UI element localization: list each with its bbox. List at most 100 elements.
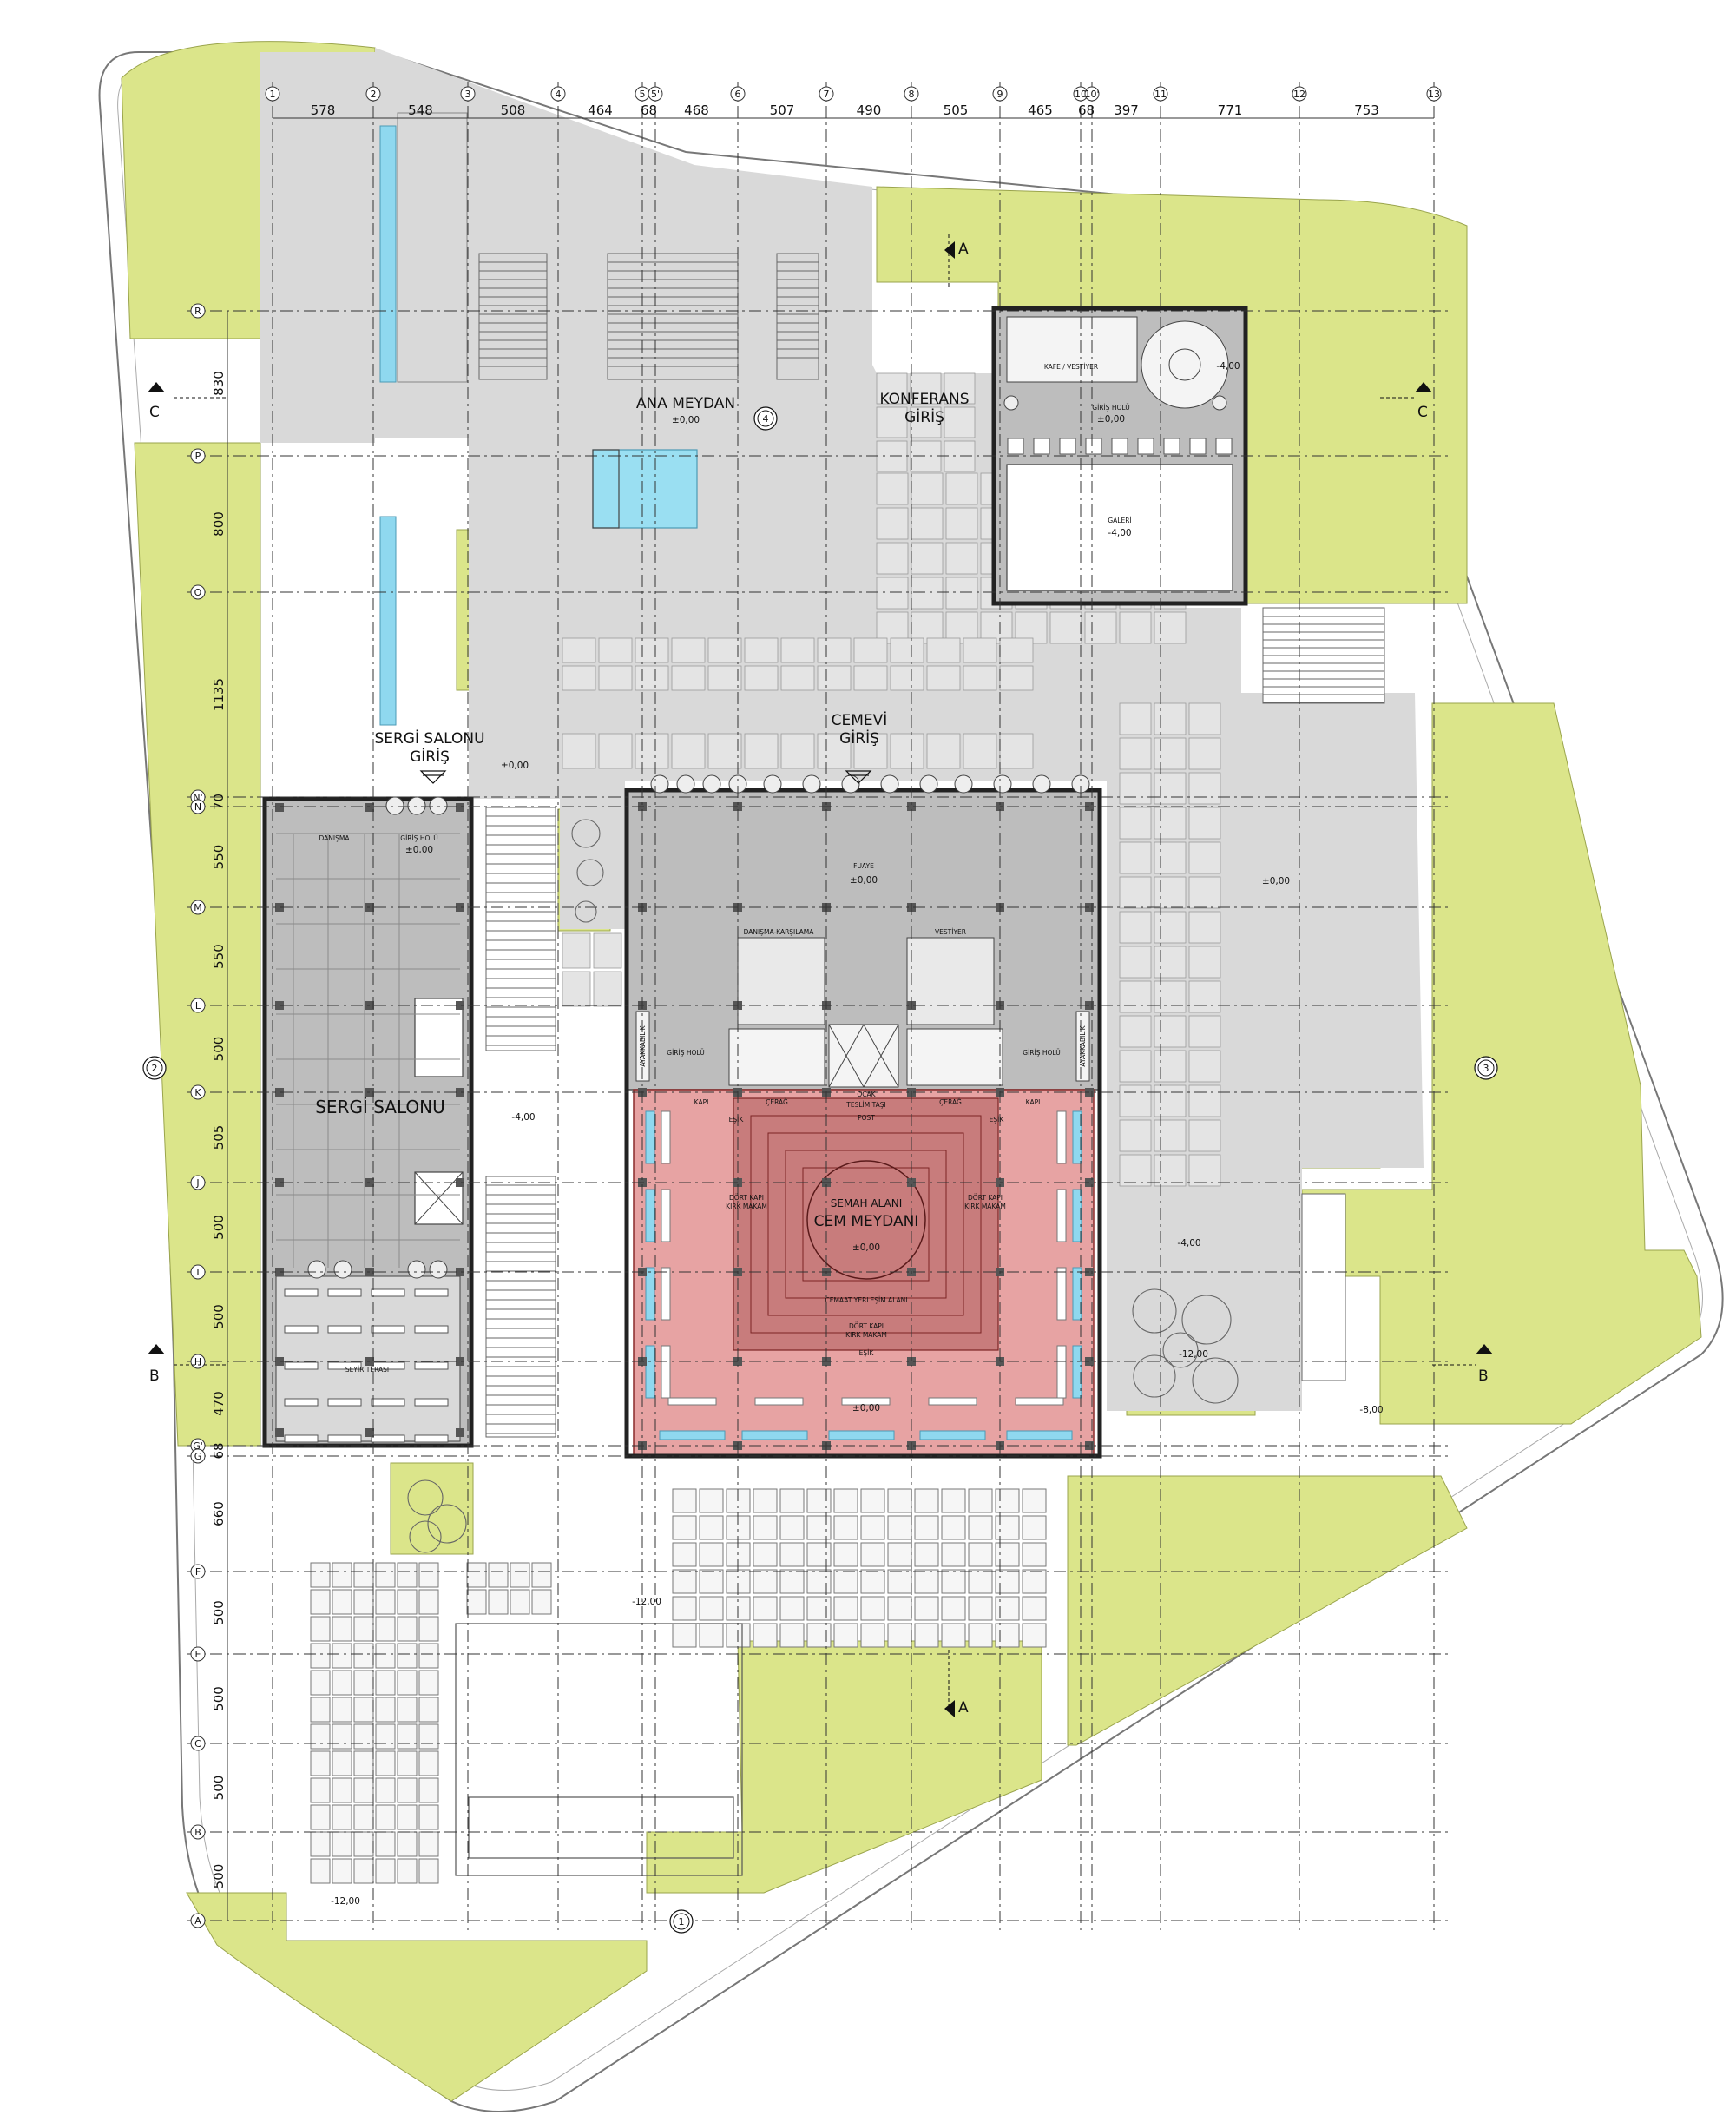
dim-top-11: 68 (1078, 102, 1095, 118)
label-kirk-makam-right: KIRK MAKAM (964, 1203, 1006, 1210)
label-fuaye: FUAYE (853, 862, 874, 870)
axis-letter-18: A (194, 1915, 201, 1927)
dim-top-10: 465 (1028, 102, 1053, 118)
stair-east (1262, 607, 1385, 1381)
axis-number-9: 8 (909, 89, 915, 100)
level-giris-holu-sergi: ±0,00 (405, 845, 433, 855)
paving-east-sunk (1107, 1168, 1302, 1411)
label-sergi-giris: GİRİŞ (410, 748, 450, 766)
axis-number-4: 4 (556, 89, 562, 100)
label-seyir-terasi: SEYİR TERASI (345, 1366, 389, 1374)
axis-letter-2: P (195, 451, 201, 462)
label-cem-meydani: CEM MEYDANI (814, 1213, 919, 1230)
dim-left-8: 505 (211, 1125, 227, 1150)
level-giris-holu-konferans: ±0,00 (1097, 414, 1125, 425)
section-mark-b-left: B (149, 1367, 160, 1385)
dim-top-7: 507 (770, 102, 795, 118)
dim-left-1: 830 (211, 371, 227, 396)
pergola-bench-row (468, 1796, 734, 1859)
pergola-frame-west (455, 1623, 743, 1876)
dim-left-4: 70 (211, 794, 227, 810)
label-kafe-vestiyer: KAFE / VESTİYER (1044, 363, 1098, 371)
stair-north-plaza (478, 253, 819, 380)
label-galeri: GALERİ (1108, 517, 1131, 524)
water-channel-2 (379, 516, 397, 726)
level-galeri: -4,00 (1108, 528, 1131, 538)
label-kirk-makam-bottom: KIRK MAKAM (845, 1331, 887, 1339)
dim-top-6: 468 (684, 102, 709, 118)
axis-letter-17: B (194, 1827, 201, 1838)
axis-number-13: 11 (1154, 89, 1167, 100)
dim-left-5: 550 (211, 845, 227, 870)
label-esik-left: EŞİK (729, 1116, 745, 1124)
water-elements (379, 125, 698, 726)
shoe-rack-right (1075, 1011, 1090, 1082)
label-cemevi-giris: GİRİŞ (839, 729, 879, 748)
dim-left-13: 660 (211, 1501, 227, 1526)
dim-left-15: 500 (211, 1686, 227, 1711)
level-east-court: ±0,00 (1262, 876, 1290, 886)
axis-number-5: 5 (640, 89, 646, 100)
dim-top-3: 508 (501, 102, 526, 118)
green-southwest (186, 1892, 648, 2102)
axis-letter-10: I (196, 1267, 199, 1278)
axis-number-12: 10' (1084, 89, 1099, 100)
dim-left-6: 550 (211, 944, 227, 969)
label-giris-holu-sergi: GİRİŞ HOLÜ (400, 834, 437, 842)
label-ocak: OCAK (857, 1091, 876, 1098)
label-teslim-tasi: TESLİM TAŞI (845, 1101, 885, 1109)
label-esik-right: EŞİK (990, 1116, 1005, 1124)
stair-west-long (485, 807, 556, 1438)
label-giris-holu-cem-right: GİRİŞ HOLÜ (1023, 1049, 1060, 1057)
dim-left-7: 500 (211, 1037, 227, 1062)
axis-number-7: 6 (735, 89, 741, 100)
dim-left-10: 500 (211, 1304, 227, 1329)
axis-letter-11: H (194, 1356, 201, 1367)
stair-north-west-channel (397, 112, 468, 383)
label-cemevi: CEMEVİ (832, 711, 888, 729)
entrance-markers (419, 770, 872, 784)
label-kirk-makam-left: KIRK MAKAM (726, 1203, 767, 1210)
label-semah-alani: SEMAH ALANI (831, 1197, 903, 1209)
circle-markers: 1 2 3 4 (142, 406, 1498, 1934)
axis-number-8: 7 (824, 89, 830, 100)
axis-number-15: 13 (1428, 89, 1440, 100)
level-stair-west: -4,00 (511, 1112, 535, 1123)
section-mark-c-right: C (1417, 404, 1428, 421)
circle-mark-4: 4 (763, 413, 769, 425)
room-labels: ANA MEYDAN ±0,00 KONFERANS GİRİŞ SERGİ S… (315, 361, 1383, 1907)
dim-left-12: 68 (211, 1442, 227, 1459)
label-sergi-salonu: SERGİ SALONU (315, 1097, 445, 1117)
axis-letter-1: R (194, 306, 201, 317)
dim-left-2: 800 (211, 511, 227, 537)
label-esik-bottom: EŞİK (859, 1349, 875, 1357)
section-mark-b-right: B (1478, 1367, 1489, 1385)
level-ana-meydan: ±0,00 (672, 415, 700, 425)
dim-left-3: 1135 (211, 678, 227, 711)
axis-number-11: 10 (1075, 89, 1087, 100)
label-konferans-giris: GİRİŞ (904, 408, 944, 426)
label-ana-meydan: ANA MEYDAN (636, 395, 735, 412)
axis-letter-15: E (195, 1649, 201, 1660)
dim-top-12: 397 (1114, 102, 1139, 118)
axis-letter-6: M (194, 902, 202, 913)
dim-left-17: 500 (211, 1864, 227, 1889)
axis-letter-3: O (194, 587, 202, 598)
level-pergola-west: -12,00 (331, 1896, 360, 1907)
dim-left-16: 500 (211, 1776, 227, 1801)
dim-left-11: 470 (211, 1391, 227, 1416)
stair-core-exhibition (414, 998, 464, 1077)
label-ayakkabilik-right: AYAKKABILIK (1079, 1025, 1087, 1066)
dim-top-4: 464 (588, 102, 613, 118)
label-sergi-salonu-giris: SERGİ SALONU (374, 729, 484, 748)
label-konferans: KONFERANS (879, 391, 969, 408)
label-ayakkabilik-left: AYAKKABILIK (639, 1025, 647, 1066)
dim-left-14: 500 (211, 1600, 227, 1625)
axis-number-1: 1 (270, 89, 276, 100)
level-fuaye: ±0,00 (850, 875, 878, 886)
exhibition-hall-building (262, 796, 474, 1448)
label-dort-kapi-bottom: DÖRT KAPI (849, 1322, 884, 1330)
